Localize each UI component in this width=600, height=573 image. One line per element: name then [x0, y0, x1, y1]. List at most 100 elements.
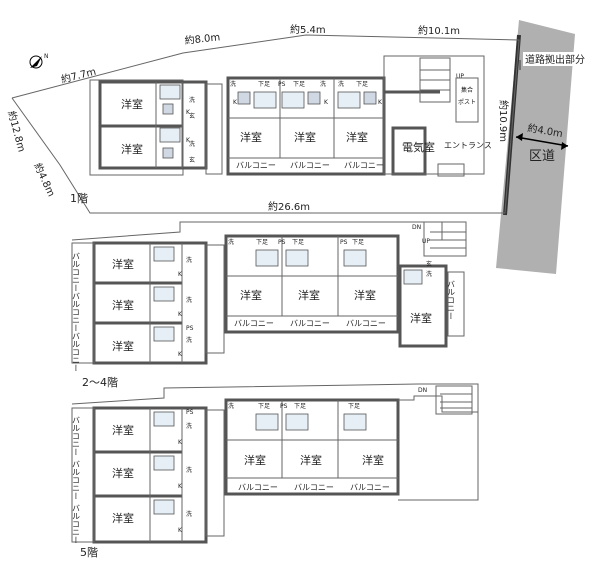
balcony-2-207: バルコニー: [447, 280, 456, 320]
balcony-5-501: バルコニー: [72, 416, 81, 456]
floor-1-label: 1階: [70, 191, 88, 205]
svg-text:PS: PS: [280, 403, 288, 410]
floor-2-4-plan: バルコニー バルコニー バルコニー 洋室 洋室 洋室 洗 洗 洗 K K K P…: [71, 221, 467, 389]
svg-text:玄: 玄: [426, 260, 432, 268]
svg-text:洗: 洗: [186, 510, 192, 518]
room-5-504: 洋室: [244, 453, 266, 467]
svg-text:洗: 洗: [228, 238, 234, 246]
dim-bottom: 約26.6m: [268, 200, 310, 213]
svg-text:下足: 下足: [292, 239, 304, 246]
mailbox-label-1: 集合: [461, 86, 473, 94]
floor-5-units-south: [224, 398, 400, 496]
room-5-502: 洋室: [112, 466, 134, 480]
svg-text:K: K: [178, 527, 183, 534]
svg-text:洗: 洗: [186, 296, 192, 304]
svg-text:洗: 洗: [338, 80, 344, 88]
stairs-down-2-4: DN: [412, 224, 421, 231]
room-1-103: 洋室: [240, 130, 262, 144]
balcony-1-103: バルコニー: [236, 161, 276, 170]
svg-text:K: K: [178, 351, 183, 358]
electric-room-label-1: 電気室: [402, 140, 435, 154]
svg-text:K: K: [324, 99, 329, 106]
entrance-area: [383, 55, 485, 175]
mailbox-label-2: ポスト: [458, 98, 476, 106]
north-label: N: [44, 53, 49, 60]
svg-text:K: K: [378, 99, 383, 106]
svg-text:下足: 下足: [258, 403, 270, 410]
svg-text:K: K: [178, 483, 183, 490]
svg-text:PS: PS: [186, 409, 194, 416]
kitchen-1-102: K: [186, 137, 191, 144]
balcony-5-506: バルコニー: [350, 483, 390, 492]
room-1-104: 洋室: [294, 130, 316, 144]
entry-1-102: 玄: [189, 156, 195, 164]
floor-1-plan: 洋室 洋室 洗 玄 洗 玄 K K 洗 下足 PS 下足 洗 洗 下足 K K …: [70, 55, 492, 205]
stairs-up-1f: UP: [456, 73, 464, 80]
svg-text:下足: 下足: [294, 403, 306, 410]
road-access-label: 道路拠出部分: [525, 53, 585, 66]
svg-text:洗: 洗: [186, 256, 192, 264]
room-2-201: 洋室: [112, 257, 134, 271]
dim-top-2: 約5.4m: [290, 23, 326, 36]
floor-5-plan: バルコニー バルコニー バルコニー 洋室 洋室 洋室 PS 洗 洗 洗 K K …: [71, 383, 479, 559]
svg-text:洗: 洗: [426, 270, 432, 278]
room-5-503: 洋室: [112, 511, 134, 525]
svg-text:下足: 下足: [352, 239, 364, 246]
room-5-501: 洋室: [112, 423, 134, 437]
svg-text:PS: PS: [278, 239, 286, 246]
svg-text:K: K: [233, 99, 238, 106]
entry-1-101: 玄: [189, 112, 195, 120]
floor-2-4-unit-east: [398, 264, 448, 348]
floor-1-units-south: [226, 76, 386, 176]
dim-right: 約10.9m: [497, 100, 510, 142]
svg-text:下足: 下足: [293, 81, 305, 88]
svg-text:PS: PS: [340, 239, 348, 246]
room-2-202: 洋室: [112, 298, 134, 312]
room-1-101: 洋室: [121, 97, 143, 111]
wash-1-101: 洗: [189, 96, 195, 104]
north-arrow-icon: [29, 55, 43, 69]
floor-5-label: 5階: [80, 545, 98, 559]
svg-text:洗: 洗: [320, 80, 326, 88]
road-label: 区道: [529, 149, 555, 164]
room-2-203: 洋室: [112, 339, 134, 353]
svg-text:K: K: [178, 439, 183, 446]
room-1-105: 洋室: [346, 130, 368, 144]
room-2-207: 洋室: [410, 311, 432, 325]
road-access-label-box: [523, 52, 587, 66]
floor-2-4-units-south: [224, 234, 400, 334]
svg-text:下足: 下足: [256, 239, 268, 246]
wash-1-102: 洗: [189, 140, 195, 148]
balcony-2-204: バルコニー: [234, 319, 274, 328]
svg-text:洗: 洗: [230, 80, 236, 88]
room-2-205: 洋室: [298, 288, 320, 302]
svg-text:下足: 下足: [348, 403, 360, 410]
svg-text:K: K: [178, 311, 183, 318]
balcony-2-206: バルコニー: [346, 319, 386, 328]
balcony-5-503: バルコニー: [72, 504, 81, 544]
svg-text:洗: 洗: [186, 466, 192, 474]
room-2-206: 洋室: [354, 288, 376, 302]
svg-text:洗: 洗: [186, 336, 192, 344]
kitchen-1-101: K: [186, 109, 191, 116]
stairs-5: [435, 385, 473, 415]
balcony-5-504: バルコニー: [238, 483, 278, 492]
svg-text:PS: PS: [278, 81, 286, 88]
balcony-1-104: バルコニー: [290, 161, 330, 170]
svg-text:K: K: [178, 271, 183, 278]
balcony-2-205: バルコニー: [290, 319, 330, 328]
balcony-2-202: バルコニー: [72, 292, 81, 332]
balcony-5-505: バルコニー: [294, 483, 334, 492]
entrance-label: エントランス: [444, 141, 492, 150]
mailbox: [455, 77, 479, 123]
dim-left-2: 約4.8m: [31, 161, 58, 199]
dim-top-3: 約10.1m: [418, 24, 460, 37]
floor-1-terrace: [89, 79, 184, 176]
balcony-2-203: バルコニー: [72, 332, 81, 372]
svg-text:PS: PS: [186, 325, 194, 332]
svg-text:洗: 洗: [228, 402, 234, 410]
room-5-505: 洋室: [300, 453, 322, 467]
balcony-2-201: バルコニー: [72, 252, 81, 292]
dim-top-1: 約8.0m: [184, 30, 221, 47]
